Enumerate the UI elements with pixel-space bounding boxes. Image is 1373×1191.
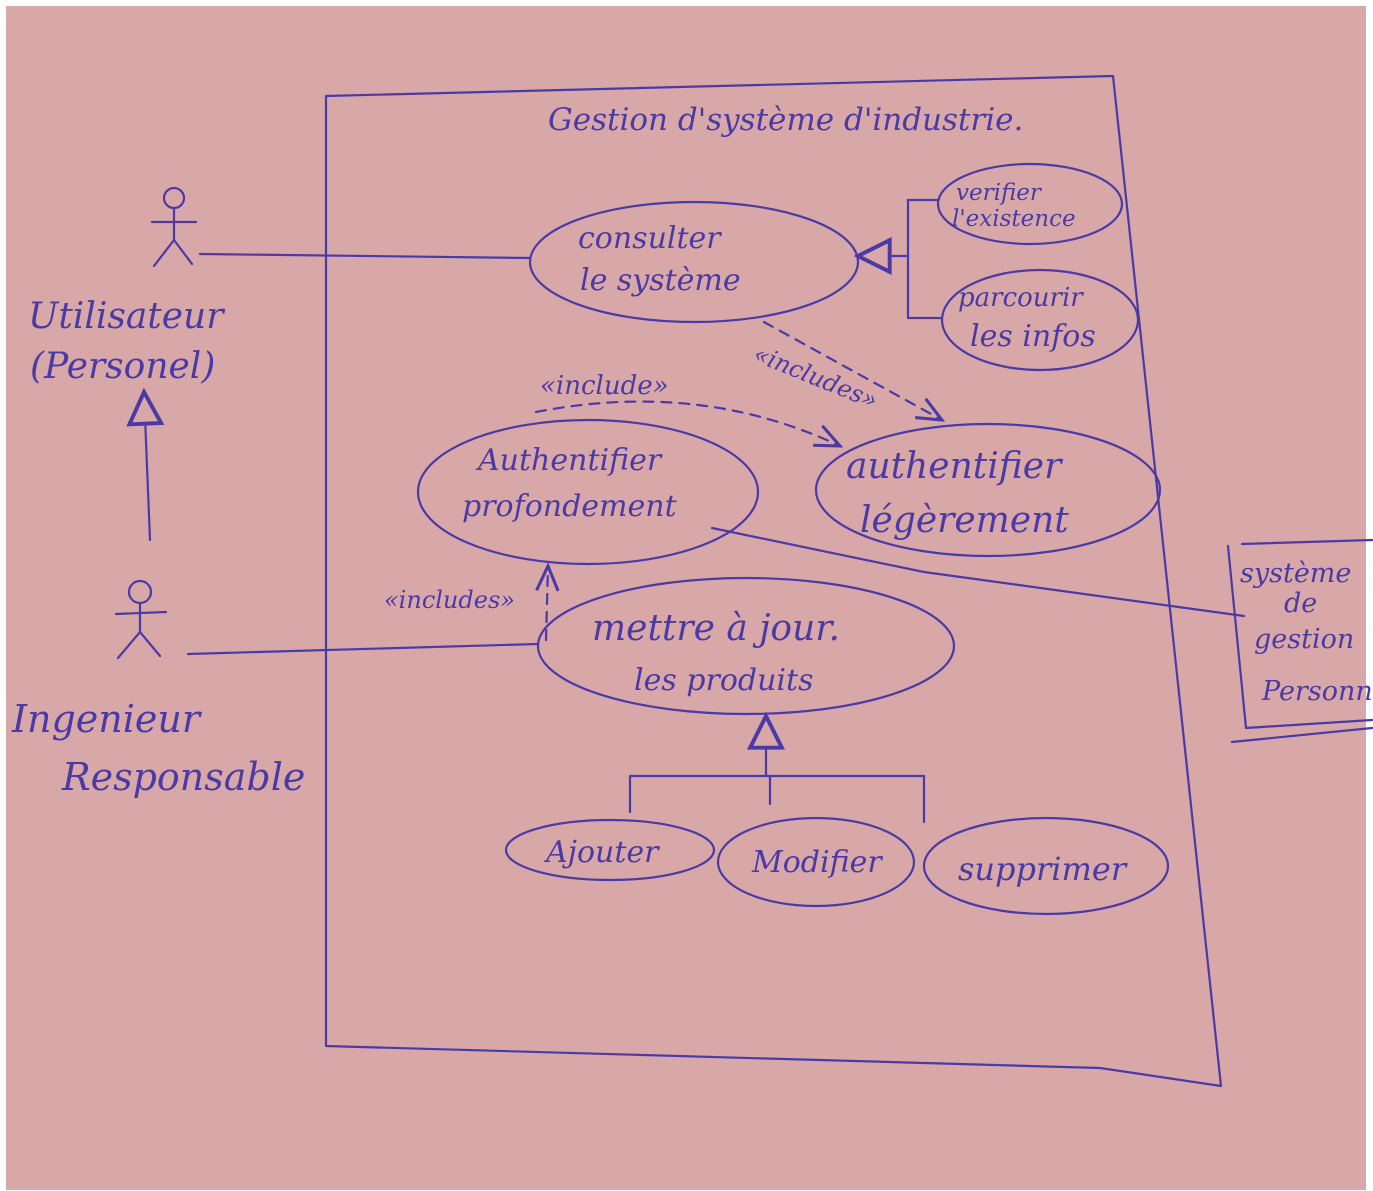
usecase-modify: Modifier	[716, 816, 916, 908]
include-consult-authlight	[762, 320, 942, 420]
usecase-delete: supprimer	[922, 816, 1170, 916]
usecase-consult-label-2: le système	[580, 263, 741, 298]
usecase-browse-label: parcourir	[958, 283, 1084, 313]
association-authdeep-external	[710, 526, 1246, 618]
usecase-verify: verifier l'existence	[936, 162, 1124, 246]
actor-generalization	[144, 392, 150, 542]
include-update-authdeep	[546, 566, 548, 642]
generalization-consult	[858, 198, 944, 320]
usecase-verify-label-2: l'existence	[952, 206, 1076, 232]
usecase-consult-label: consulter	[578, 221, 722, 256]
usecase-browse: parcourir les infos	[940, 268, 1140, 372]
usecase-update-label: mettre à jour.	[592, 608, 840, 649]
actor-user-label: Utilisateur	[28, 296, 225, 337]
usecase-delete-label: supprimer	[958, 850, 1128, 888]
usecase-auth-deep-label-2: profondement	[462, 489, 678, 524]
actor-external-system: système de gestion Personne	[1226, 538, 1373, 744]
association-engineer-update	[186, 642, 540, 656]
usecase-update: mettre à jour. les produits	[536, 576, 956, 716]
usecase-consult: consulter le système	[528, 200, 860, 324]
usecase-modify-label: Modifier	[751, 845, 883, 880]
include-top-label: «include»	[540, 371, 669, 401]
usecase-add-label: Ajouter	[543, 835, 660, 870]
system-boundary	[324, 74, 1223, 1088]
actor-engineer-label: Ingenieur	[11, 697, 203, 741]
association-user-consult	[198, 252, 532, 260]
usecase-update-label-2: les produits	[634, 663, 813, 698]
usecase-add: Ajouter	[504, 818, 716, 882]
usecase-auth-light-label: authentifier	[846, 446, 1063, 487]
external-system-label-1: système	[1240, 558, 1351, 589]
usecase-browse-label-2: les infos	[970, 319, 1096, 354]
paper-background	[6, 6, 1366, 1190]
external-system-label-3: gestion	[1254, 624, 1354, 655]
usecase-auth-light: authentifier légèrement	[814, 422, 1162, 558]
include-left-label: «includes»	[384, 586, 515, 614]
usecase-auth-deep: Authentifier profondement	[416, 418, 760, 566]
actor-engineer-label-2: Responsable	[61, 755, 305, 799]
actor-engineer: Ingenieur Responsable	[11, 579, 305, 799]
usecase-auth-deep-label: Authentifier	[475, 443, 663, 478]
usecase-verify-label: verifier	[956, 180, 1043, 206]
actor-user-label-2: (Personel)	[30, 346, 215, 387]
external-system-label-2: de	[1284, 588, 1317, 619]
include-authdeep-authlight	[534, 400, 840, 446]
external-system-label-4: Personne	[1261, 676, 1373, 707]
actor-user: Utilisateur (Personel)	[28, 186, 225, 387]
system-title: Gestion d'système d'industrie.	[548, 102, 1023, 138]
usecase-auth-light-label-2: légèrement	[860, 500, 1069, 541]
generalization-update	[628, 716, 926, 824]
